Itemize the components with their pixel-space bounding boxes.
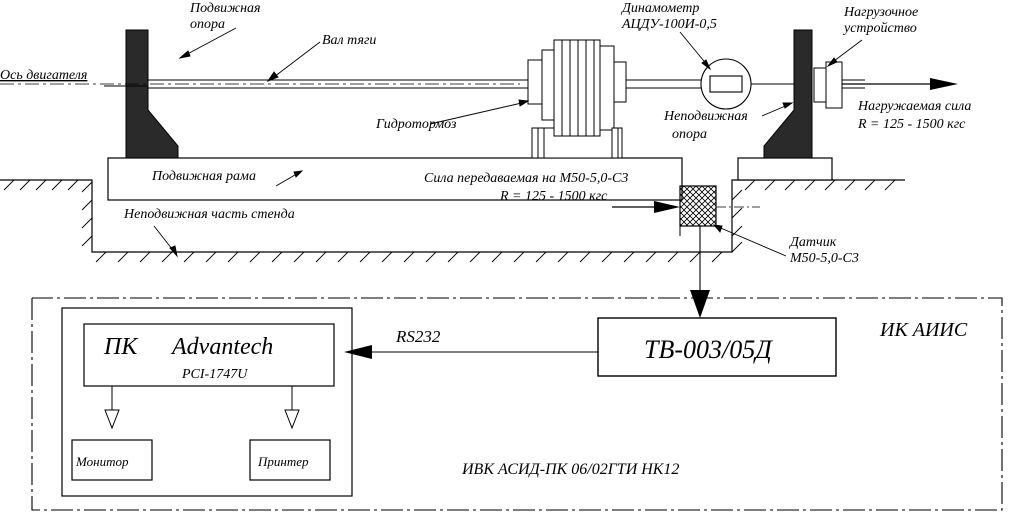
dynamometer-label-2: АЦДУ-100И-0,5 [621, 17, 717, 32]
applied-force-label-2: R = 125 - 1500 кгс [857, 117, 966, 132]
transmitted-force-label-1: Сила передаваемая на М50-5,0-С3 [424, 171, 628, 186]
printer-label: Принтер [257, 454, 309, 469]
hydrobrake-label: Гидротормоз [375, 117, 457, 132]
fixed-stand-part-label: Неподвижная часть стенда [123, 207, 295, 222]
rs232-arrow [344, 345, 372, 359]
pc-box [83, 323, 335, 387]
sensor-block [679, 185, 717, 227]
pc-card-label: PCI-1747U [181, 367, 248, 382]
movable-frame [107, 157, 683, 201]
fixed-support [763, 29, 813, 159]
dynamometer [700, 58, 794, 110]
converter-box [597, 317, 837, 377]
thrust-shaft-label: Вал тяги [322, 33, 376, 48]
transmitted-force-label-2: R = 125 - 1500 кгс [499, 189, 608, 204]
dynamometer-label-1: Динамометр [620, 1, 699, 16]
ivk-label: ИВК АСИД-ПК 06/02ГТИ НК12 [461, 461, 679, 478]
fixed-support-label-2: опора [672, 127, 707, 142]
ik-aiis-boundary [31, 297, 1003, 511]
pc-outputs [104, 386, 300, 430]
leader-lines [104, 27, 863, 258]
monitor-label: Монитор [75, 454, 129, 469]
converter-label: ТВ-003/05Д [644, 335, 773, 364]
ik-aiis-label: ИК АИИС [879, 319, 968, 341]
pc-group-box [61, 307, 353, 497]
hydrobrake [527, 39, 627, 159]
movable-support [125, 29, 179, 159]
pc-label: ПК [103, 334, 139, 360]
movable-support-label-1: Подвижная [189, 1, 261, 16]
fixed-support-label-1: Неподвижная [663, 109, 748, 124]
sensor-label-2: М50-5,0-С3 [789, 251, 859, 266]
transmitted-force-arrow [612, 201, 680, 213]
pc-brand-label: Advantech [170, 334, 273, 360]
engine-axis-label: Ось двигателя [0, 68, 87, 83]
applied-force-arrow [842, 78, 958, 90]
load-device [813, 61, 865, 109]
applied-force-label-1: Нагружаемая сила [857, 99, 971, 114]
fixed-support-base [737, 157, 833, 181]
movable-frame-label: Подвижная рама [151, 169, 256, 184]
movable-support-label-2: опора [190, 17, 225, 32]
load-device-label-1: Нагрузочное [843, 5, 918, 20]
monitor-box [71, 439, 153, 481]
load-device-label-2: устройство [842, 21, 917, 36]
sensor-label-1: Датчик [788, 235, 837, 250]
rs232-label: RS232 [395, 327, 441, 346]
printer-box [249, 439, 331, 481]
sensor-to-converter-arrow [690, 290, 710, 318]
